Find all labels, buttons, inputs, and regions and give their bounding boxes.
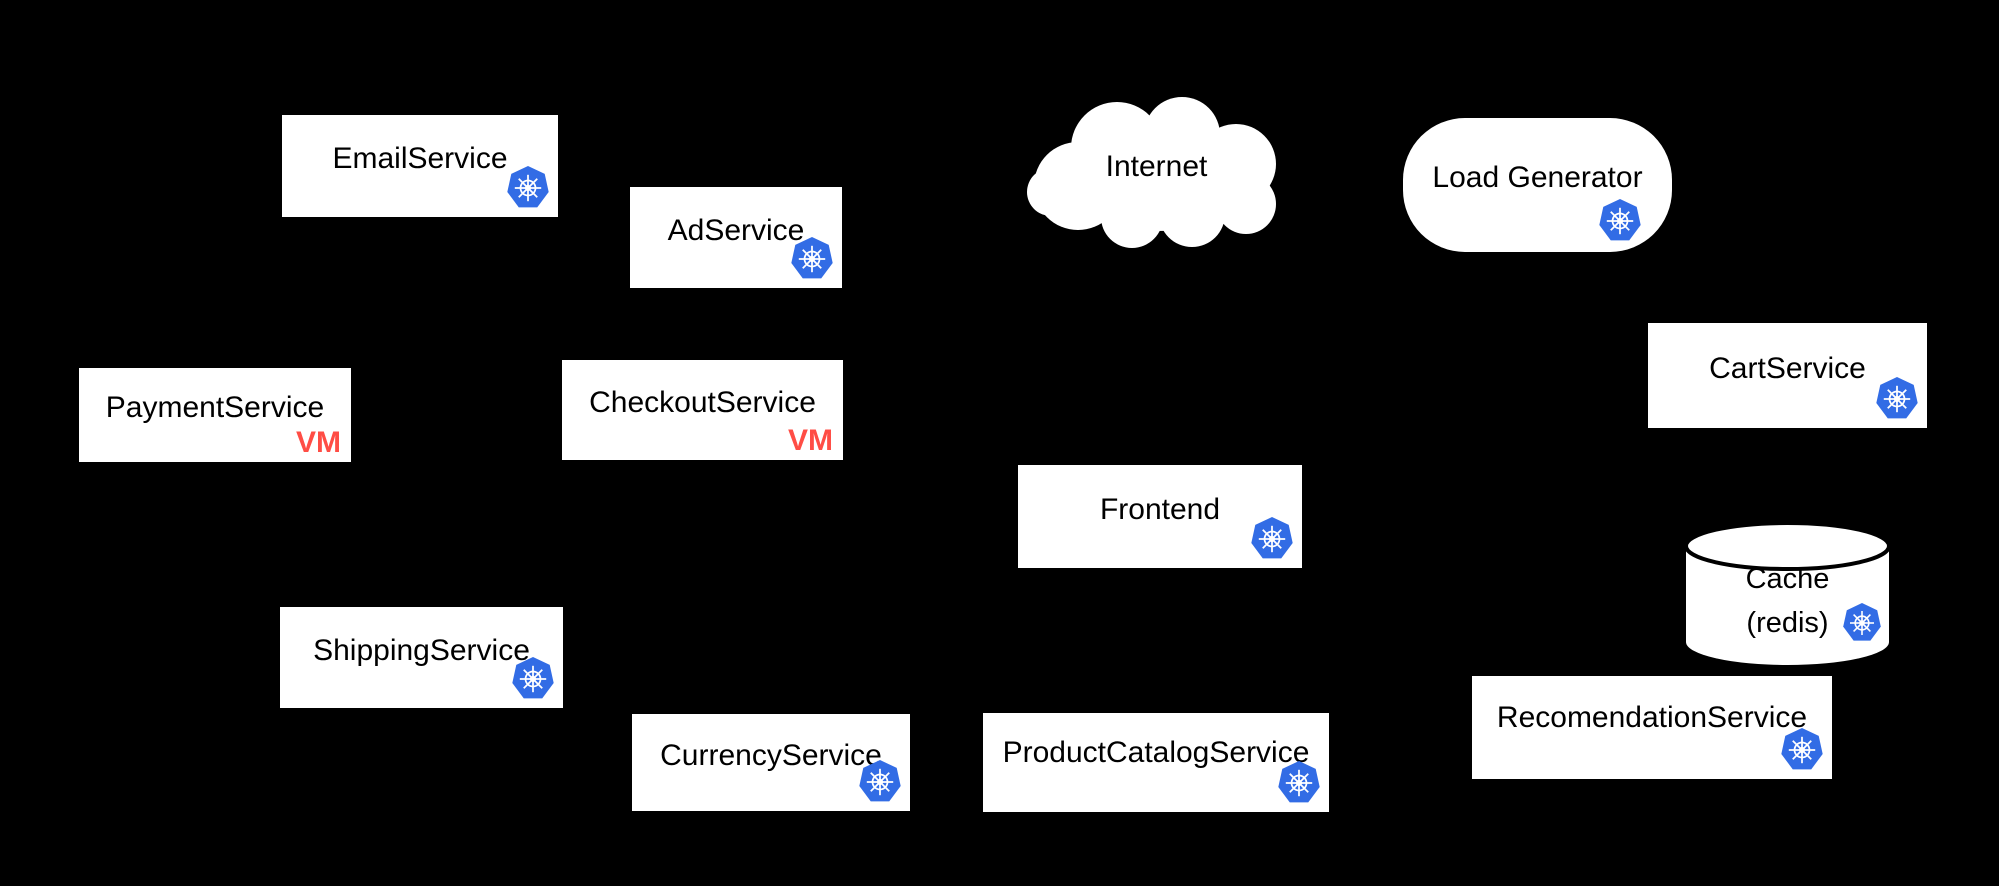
- node-label: ProductCatalogService: [1002, 735, 1310, 769]
- vm-badge: VM: [788, 424, 833, 457]
- node-label: PaymentService: [105, 391, 325, 424]
- node-frontend[interactable]: Frontend: [1018, 465, 1302, 568]
- kubernetes-icon: [790, 236, 834, 282]
- node-payment-service[interactable]: PaymentService VM: [79, 368, 351, 462]
- kubernetes-icon: [506, 165, 550, 211]
- node-label: CurrencyService: [660, 738, 882, 772]
- node-label: Cache (redis): [1745, 563, 1830, 639]
- node-label: Load Generator: [1432, 161, 1643, 194]
- node-label: Internet: [1105, 150, 1208, 183]
- node-email-service[interactable]: EmailService: [282, 115, 558, 217]
- node-label: AdService: [667, 213, 805, 247]
- node-ad-service[interactable]: AdService: [630, 187, 842, 288]
- kubernetes-icon: [511, 656, 555, 702]
- node-label: CartService: [1709, 351, 1866, 385]
- node-cart-service[interactable]: CartService: [1648, 323, 1927, 428]
- node-label: EmailService: [332, 142, 508, 175]
- node-cache-redis[interactable]: Cache (redis): [1683, 520, 1892, 668]
- node-label: ShippingService: [313, 633, 530, 667]
- cloud-shape: [1027, 97, 1276, 248]
- node-checkout-service[interactable]: CheckoutService VM: [562, 360, 843, 460]
- node-shipping-service[interactable]: ShippingService: [280, 607, 563, 708]
- vm-badge: VM: [296, 426, 341, 459]
- kubernetes-icon: [1780, 727, 1824, 773]
- node-load-generator[interactable]: Load Generator: [1403, 118, 1672, 252]
- node-label: CheckoutService: [589, 386, 816, 419]
- cylinder-shape: [1684, 521, 1891, 665]
- kubernetes-icon: [1277, 760, 1321, 806]
- kubernetes-icon: [1598, 198, 1642, 244]
- node-internet-cloud[interactable]: Internet: [1020, 88, 1293, 252]
- node-currency-service[interactable]: CurrencyService: [632, 714, 910, 811]
- node-label: RecomendationService: [1496, 700, 1808, 734]
- node-label: Frontend: [1099, 492, 1221, 526]
- kubernetes-icon: [1842, 602, 1882, 644]
- kubernetes-icon: [858, 759, 902, 805]
- kubernetes-icon: [1875, 376, 1919, 422]
- kubernetes-icon: [1250, 516, 1294, 562]
- node-product-catalog-service[interactable]: ProductCatalogService: [983, 713, 1329, 812]
- node-recommendation-service[interactable]: RecomendationService: [1472, 676, 1832, 779]
